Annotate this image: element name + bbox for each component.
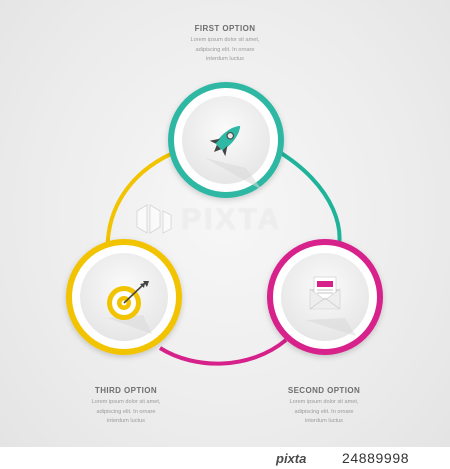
description-line: Lorem ipsum dolor sit amet, [190, 37, 260, 43]
second-option-node [267, 239, 383, 355]
first-option-title: FIRST OPTION [194, 24, 256, 33]
first-option-description: Lorem ipsum dolor sit amet, adipiscing e… [165, 36, 285, 65]
description-line: interdum luctus [206, 56, 244, 63]
footer-bar [0, 447, 450, 469]
rocket-icon [209, 125, 241, 157]
target-icon [107, 281, 149, 320]
pixta-logo-icon [136, 204, 172, 234]
watermark-text: PIXTA [181, 203, 283, 236]
second-option-title: SECOND OPTION [287, 386, 361, 395]
description-line: adipiscing elit. In ornare [294, 408, 354, 415]
description-line: Lorem ipsum dolor sit amet, [91, 399, 161, 405]
footer-image-id: 24889998 [342, 450, 410, 466]
third-option-node [66, 239, 182, 355]
description-line: adipiscing elit. In ornare [96, 408, 156, 415]
description-line: Lorem ipsum dolor sit amet, [289, 399, 359, 405]
second-option-description: Lorem ipsum dolor sit amet, adipiscing e… [264, 398, 384, 427]
pixta-watermark: PIXTA [133, 197, 333, 247]
description-line: interdum luctus [305, 418, 343, 425]
description-line: adipiscing elit. In ornare [195, 46, 255, 53]
third-option-description: Lorem ipsum dolor sit amet, adipiscing e… [66, 398, 186, 427]
description-line: interdum luctus [107, 418, 145, 425]
envelope-letter-icon [309, 276, 341, 310]
footer-brand: pixta [276, 451, 307, 466]
connector-second-to-third [158, 338, 288, 366]
first-option-node [168, 82, 284, 198]
third-option-title: THIRD OPTION [94, 386, 158, 395]
